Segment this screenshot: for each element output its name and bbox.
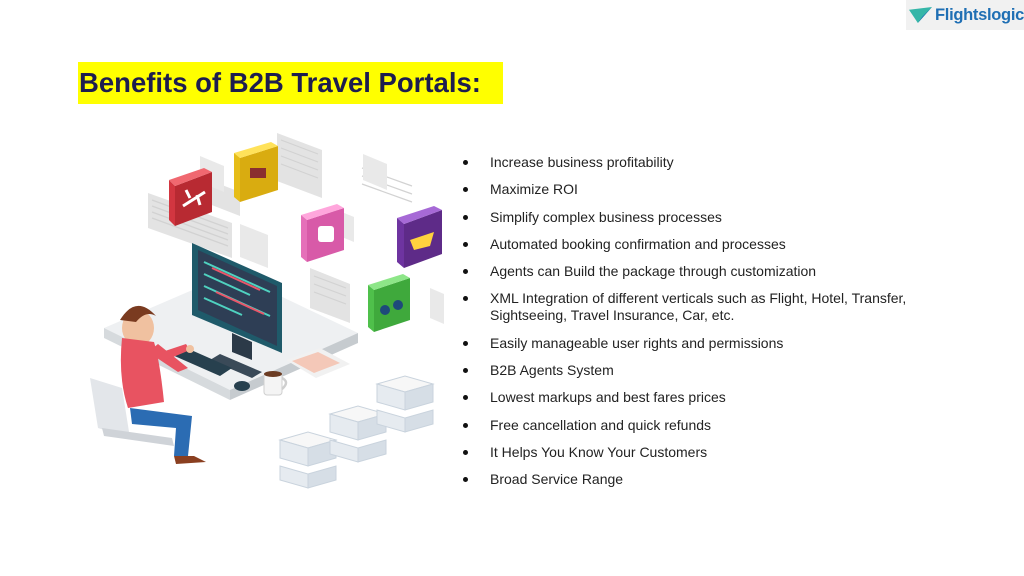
airplane-icon-tile bbox=[169, 168, 212, 226]
list-item: Lowest markups and best fares prices bbox=[458, 389, 958, 406]
list-item: Automated booking confirmation and proce… bbox=[458, 236, 958, 253]
list-item: Simplify complex business processes bbox=[458, 209, 958, 226]
chair bbox=[90, 378, 174, 446]
list-item: Easily manageable user rights and permis… bbox=[458, 335, 958, 352]
logo-mark-icon bbox=[909, 7, 933, 23]
list-item: XML Integration of different verticals s… bbox=[458, 290, 958, 324]
travel-portal-illustration bbox=[90, 133, 444, 489]
list-item: Maximize ROI bbox=[458, 181, 958, 198]
mouse bbox=[234, 381, 250, 391]
list-item: Increase business profitability bbox=[458, 154, 958, 171]
storage-boxes bbox=[278, 375, 435, 489]
keyboard bbox=[170, 346, 232, 376]
monitor bbox=[192, 243, 282, 378]
logo-text: Flightslogic bbox=[935, 5, 1024, 24]
list-item: Agents can Build the package through cus… bbox=[458, 263, 958, 280]
list-item: It Helps You Know Your Customers bbox=[458, 444, 958, 461]
list-item: Broad Service Range bbox=[458, 471, 958, 488]
papers bbox=[286, 348, 350, 378]
bus-icon-tile bbox=[301, 204, 344, 262]
list-item: Free cancellation and quick refunds bbox=[458, 417, 958, 434]
ship-icon-tile bbox=[397, 206, 442, 268]
person bbox=[120, 305, 206, 464]
coffee-mug bbox=[263, 371, 288, 396]
list-item: B2B Agents System bbox=[458, 362, 958, 379]
brand-logo[interactable]: Flightslogic bbox=[906, 0, 1024, 30]
slide-title: Benefits of B2B Travel Portals: bbox=[78, 62, 503, 104]
bed-icon-tile bbox=[234, 142, 278, 202]
benefits-list: Increase business profitability Maximize… bbox=[458, 154, 958, 499]
binoculars-icon-tile bbox=[368, 274, 410, 332]
